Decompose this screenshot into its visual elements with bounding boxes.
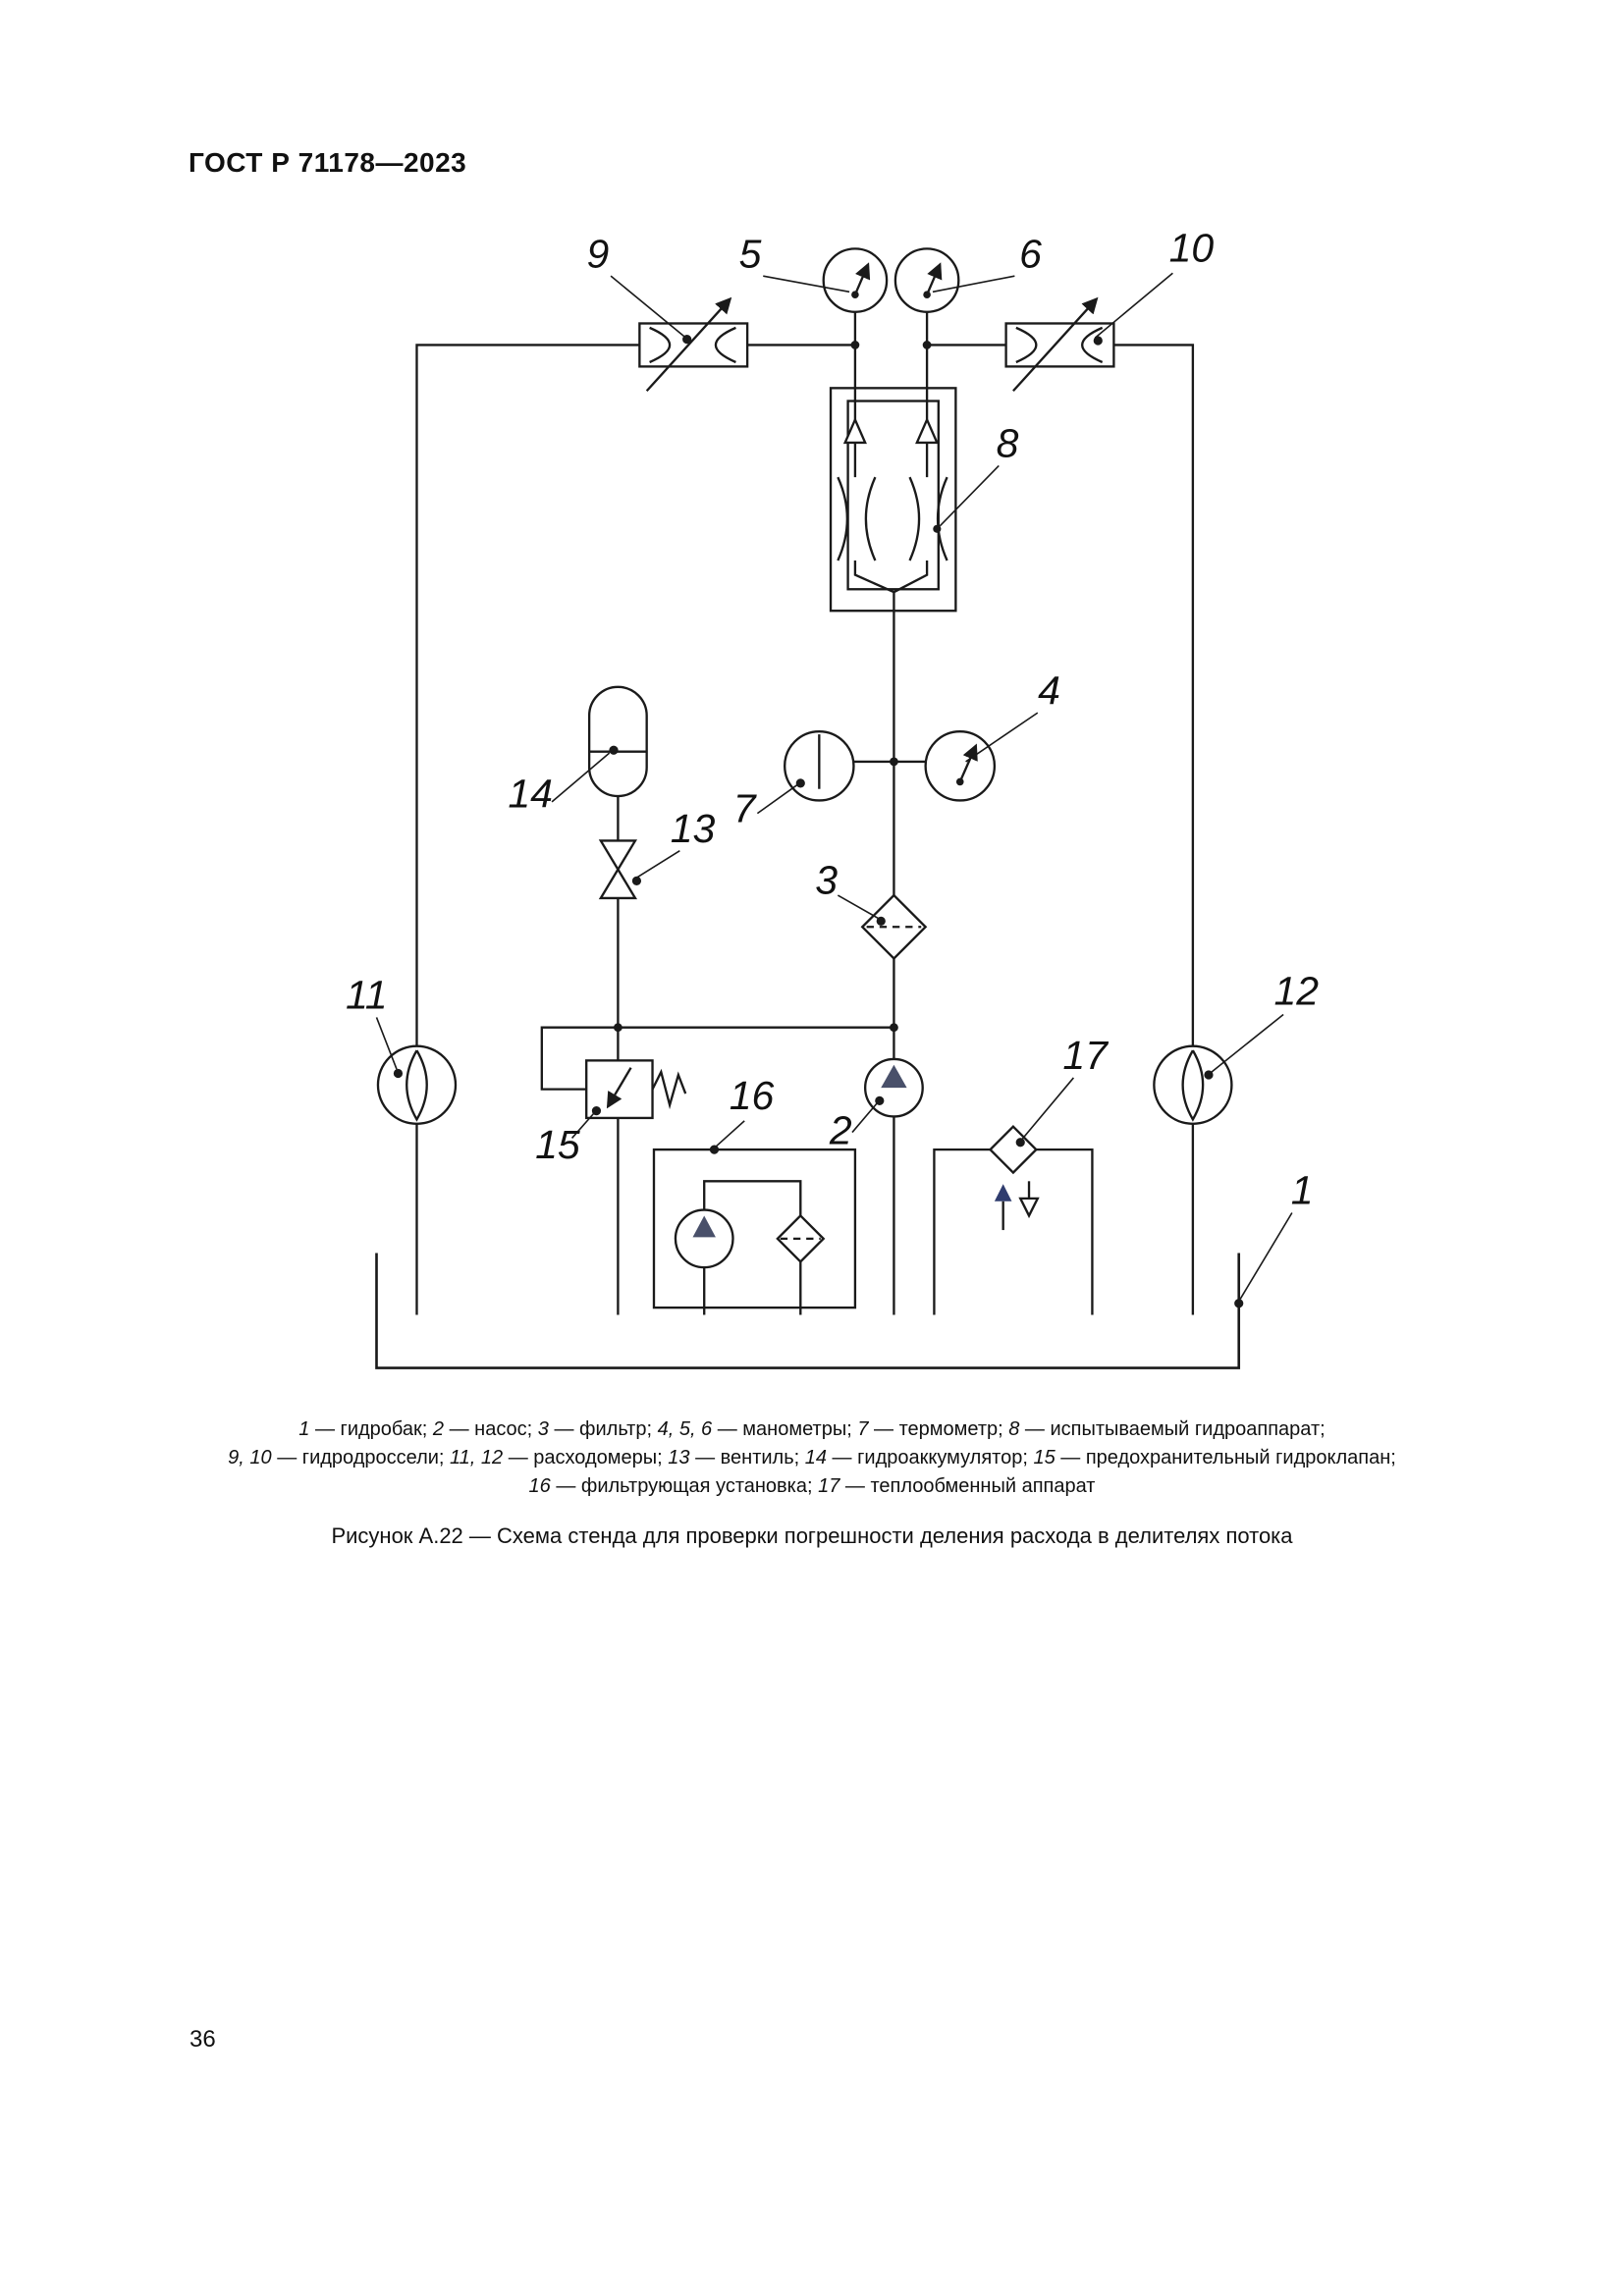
pressure-gauge-4 — [924, 730, 997, 802]
legend-item-name: — гидробак; — [309, 1418, 433, 1440]
legend-item-name: — теплообменный аппарат — [839, 1475, 1096, 1497]
legend-item-number: 11, 12 — [450, 1447, 504, 1468]
junction-dots — [614, 341, 932, 1033]
pump-16-triangle — [692, 1215, 716, 1238]
legend-line: 16 — фильтрующая установка; 17 — теплооб… — [147, 1472, 1477, 1501]
filter-3 — [860, 893, 928, 961]
legend-item-name: — манометры; — [712, 1418, 858, 1440]
label-2: 2 — [829, 1107, 852, 1152]
pressure-gauge-5 — [822, 247, 889, 313]
legend-item-number: 3 — [537, 1418, 549, 1440]
page-number: 36 — [189, 2026, 216, 2053]
legend-item-number: 9, 10 — [228, 1447, 272, 1468]
label-3: 3 — [815, 858, 838, 903]
legend-item-name: — испытываемый гидроаппарат; — [1019, 1418, 1326, 1440]
legend-item-name: — предохранительный гидроклапан; — [1055, 1447, 1396, 1468]
legend-item-name: — термометр; — [868, 1418, 1009, 1440]
legend-item-number: 4, 5, 6 — [657, 1418, 713, 1440]
legend-item-number: 8 — [1008, 1418, 1020, 1440]
legend-item-name: — фильтр; — [548, 1418, 658, 1440]
pressure-gauge-6 — [893, 247, 960, 313]
throttle-10 — [1004, 296, 1115, 393]
accumulator-14 — [587, 685, 648, 798]
legend-item-name: — гидродроссели; — [271, 1447, 451, 1468]
label-5: 5 — [739, 231, 762, 276]
schematic-diagram: 9 5 6 10 8 4 7 3 14 13 11 12 15 2 16 17 … — [346, 226, 1319, 1369]
legend-line: 9, 10 — гидродроссели; 11, 12 — расходом… — [147, 1444, 1477, 1472]
legend-item-name: — гидроаккумулятор; — [827, 1447, 1034, 1468]
label-8: 8 — [997, 421, 1019, 466]
label-12: 12 — [1273, 968, 1319, 1013]
label-13: 13 — [671, 806, 716, 851]
shutoff-valve-13 — [598, 839, 638, 900]
label-16: 16 — [730, 1073, 775, 1118]
legend-item-number: 16 — [528, 1475, 551, 1497]
legend-item-number: 14 — [804, 1447, 827, 1468]
label-15: 15 — [535, 1122, 580, 1167]
legend-item-name: — расходомеры; — [503, 1447, 669, 1468]
label-1: 1 — [1291, 1168, 1314, 1213]
flow-meter-11 — [376, 1044, 458, 1125]
component-labels: 9 5 6 10 8 4 7 3 14 13 11 12 15 2 16 17 … — [346, 226, 1319, 1213]
pump-2-triangle — [881, 1064, 907, 1089]
label-10: 10 — [1169, 226, 1215, 271]
legend-item-name: — вентиль; — [689, 1447, 805, 1468]
flow-meter-12 — [1153, 1044, 1233, 1125]
legend-item-number: 17 — [818, 1475, 840, 1497]
legend-item-name: — насос; — [444, 1418, 538, 1440]
throttle-9 — [638, 296, 749, 393]
relief-valve-15 — [585, 1059, 687, 1120]
heat-exchanger-17 — [988, 1125, 1040, 1231]
legend-item-number: 7 — [857, 1418, 869, 1440]
legend-line: 1 — гидробак; 2 — насос; 3 — фильтр; 4, … — [147, 1415, 1477, 1444]
tank-1 — [375, 1253, 1241, 1369]
flow-divider-8 — [829, 387, 957, 613]
pipework — [415, 311, 1195, 1315]
hx-flow-triangle — [994, 1184, 1012, 1201]
figure-legend: 1 — гидробак; 2 — насос; 3 — фильтр; 4, … — [147, 1415, 1477, 1501]
label-11: 11 — [346, 973, 388, 1018]
label-14: 14 — [508, 772, 553, 817]
doc-header: ГОСТ Р 71178—2023 — [189, 147, 467, 178]
thermometer-7 — [784, 730, 855, 802]
legend-item-number: 15 — [1033, 1447, 1056, 1468]
label-6: 6 — [1019, 231, 1042, 276]
figure-caption: Рисунок А.22 — Схема стенда для проверки… — [331, 1523, 1293, 1548]
label-17: 17 — [1062, 1033, 1110, 1078]
filtering-unit-16 — [652, 1148, 857, 1309]
label-9: 9 — [587, 231, 610, 276]
label-7: 7 — [733, 785, 758, 830]
legend-item-number: 1 — [298, 1418, 310, 1440]
legend-item-number: 13 — [668, 1447, 690, 1468]
leader-lines — [375, 272, 1293, 1308]
legend-item-name: — фильтрующая установка; — [550, 1475, 819, 1497]
label-4: 4 — [1038, 667, 1060, 713]
legend-item-number: 2 — [432, 1418, 445, 1440]
